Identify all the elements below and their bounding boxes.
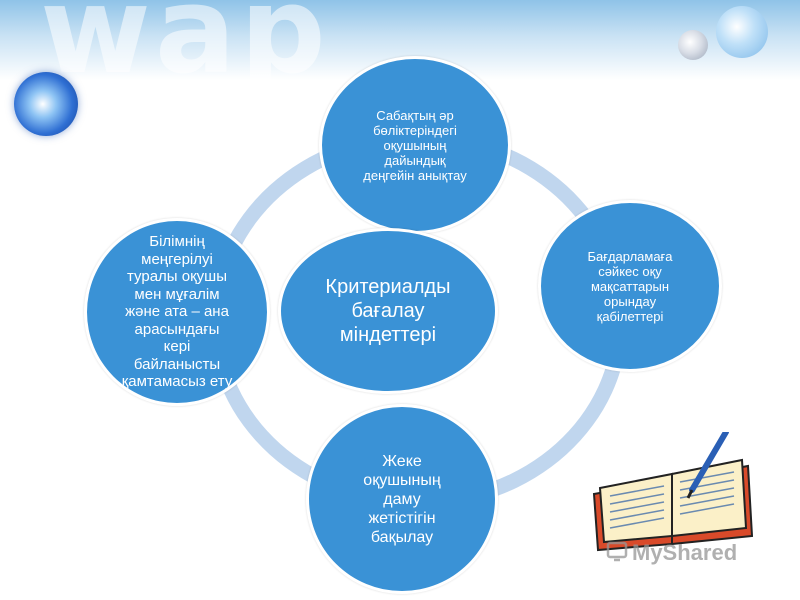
- decorative-sphere-left: [14, 72, 78, 136]
- node-top-label: Сабақтың әр бөліктеріндегі оқушының дайы…: [363, 107, 467, 183]
- watermark-text: MyShared: [632, 540, 738, 565]
- background-decorative-word: wap: [40, 0, 330, 101]
- node-left-label: Білімнің меңгерілуі туралы оқушы мен мұғ…: [121, 233, 233, 391]
- decorative-sphere-right: [716, 6, 768, 58]
- node-center-label: Критериалды бағалау міндеттері: [325, 276, 451, 346]
- open-book-with-pen-icon: [592, 432, 754, 552]
- decorative-sphere-small: [678, 30, 708, 60]
- node-right-label: Бағдарламаға сәйкес оқу мақсаттарын орын…: [587, 248, 673, 324]
- node-top: Сабақтың әр бөліктеріндегі оқушының дайы…: [319, 56, 511, 234]
- node-bottom-label: Жеке оқушының даму жетістігін бақылау: [363, 452, 441, 546]
- node-right: Бағдарламаға сәйкес оқу мақсаттарын орын…: [538, 200, 722, 372]
- node-center: Критериалды бағалау міндеттері: [278, 228, 498, 394]
- node-left: Білімнің меңгерілуі туралы оқушы мен мұғ…: [84, 218, 270, 406]
- watermark-logo-icon: [606, 541, 628, 562]
- node-bottom: Жеке оқушының даму жетістігін бақылау: [306, 404, 498, 594]
